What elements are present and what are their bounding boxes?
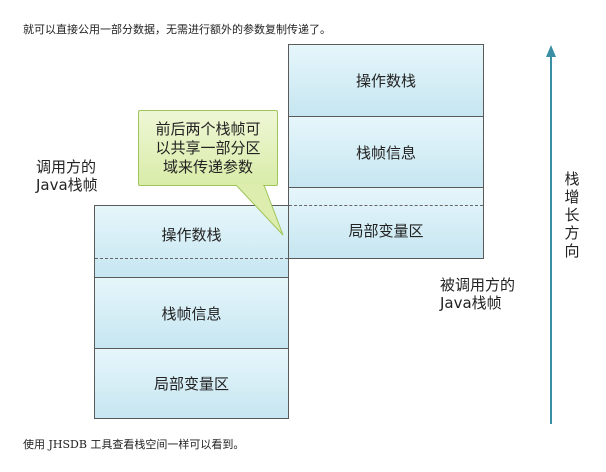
caller-frame-info: 栈帧信息 [95,277,288,348]
caller-local-vars: 局部变量区 [95,348,288,418]
callee-label-line1: 被调用方的 [440,276,516,294]
caller-frame-info-label: 栈帧信息 [161,304,222,323]
callee-frame-info: 栈帧信息 [289,116,483,187]
callee-operand-stack-label: 操作数栈 [355,72,416,90]
caller-frame-box: 操作数栈 栈帧信息 局部变量区 [94,205,289,419]
caller-frame-label: 调用方的 Java栈帧 [36,158,98,194]
top-paragraph: 就可以直接公用一部分数据，无需进行额外的参数复制传递了。 [23,23,331,36]
bottom-paragraph: 使用 JHSDB 工具查看栈空间一样可以看到。 [23,438,245,451]
caller-operand-stack: 操作数栈 [95,206,288,277]
callee-frame-box: 操作数栈 栈帧信息 局部变量区 [288,44,484,259]
shared-region-bottom-dash [95,258,288,259]
callee-local-vars: 局部变量区 [289,187,483,258]
shared-region-top-dash [289,205,483,206]
caller-label-line2: Java栈帧 [36,176,98,194]
callout-line3: 域来传递参数 [162,157,253,176]
callee-local-vars-label: 局部变量区 [348,221,424,240]
callee-operand-stack: 操作数栈 [289,45,483,116]
growth-direction-label: 栈增长方向 [564,170,580,260]
callee-frame-info-label: 栈帧信息 [355,143,416,162]
callout-line2: 以共享一部分区 [155,138,261,157]
caller-operand-stack-label: 操作数栈 [161,226,222,244]
caller-label-line1: 调用方的 [36,158,97,176]
caller-local-vars-label: 局部变量区 [153,375,229,393]
callout-bubble: 前后两个栈帧可 以共享一部分区 域来传递参数 [138,110,278,186]
callout-line1: 前后两个栈帧可 [155,119,261,138]
callee-label-line2: Java栈帧 [440,294,502,312]
callee-bottom-tick [288,258,296,259]
callee-frame-label: 被调用方的 Java栈帧 [440,276,515,312]
